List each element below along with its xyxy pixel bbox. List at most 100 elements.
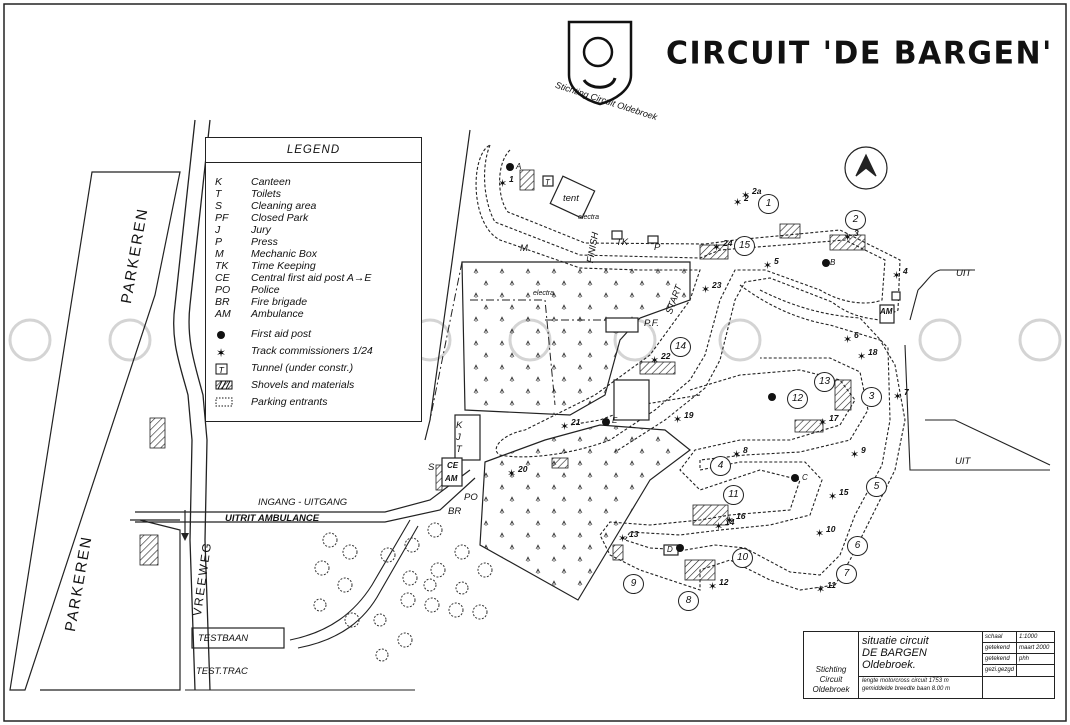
legend-code: K: [215, 176, 223, 188]
commissioner-number: 2a: [752, 186, 762, 196]
legend-label: Canteen: [251, 176, 291, 188]
commissioner-star-icon: ✶: [673, 413, 683, 426]
label-aid-a: A: [516, 162, 522, 171]
first-aid-posts: [506, 163, 830, 552]
section-number: 15: [734, 236, 755, 256]
title-block: Stichting Circuit Oldebroek situatie cir…: [803, 631, 1055, 699]
legend-label: Ambulance: [251, 308, 304, 320]
testbaan: [191, 627, 285, 649]
commissioner-number: 9: [861, 445, 866, 455]
commissioner-number: 16: [736, 511, 746, 521]
legend-item: PO Police: [206, 284, 419, 296]
commissioner-number: 8: [743, 445, 748, 455]
map-frame: [3, 3, 1067, 722]
legend-code: J: [215, 224, 221, 236]
commissioner-star-icon: ✶: [850, 448, 860, 461]
section-number: 3: [861, 387, 882, 407]
label-s: S: [428, 462, 435, 473]
legend-label: Cleaning area: [251, 200, 317, 212]
commissioner-star-icon: ✶: [857, 350, 867, 363]
legend-label: Police: [251, 284, 280, 296]
label-br: BR: [448, 506, 462, 517]
commissioner-number: 11: [827, 580, 836, 590]
commissioner-star-icon: ✶: [712, 241, 722, 254]
legend-symbol-label: Shovels and materials: [251, 379, 355, 391]
commissioner-number: 18: [868, 347, 878, 357]
commissioner-star-icon: ✶: [714, 520, 724, 533]
org-line-3: Oldebroek: [812, 685, 850, 694]
commissioner-number: 5: [774, 256, 779, 266]
commissioner-star-icon: ✶: [618, 532, 628, 545]
svg-text:T: T: [219, 366, 225, 375]
section-number: 6: [847, 536, 868, 556]
test-track-path: [289, 519, 411, 641]
section-number: 10: [732, 548, 753, 568]
section-number: 9: [623, 574, 644, 594]
legend-code: TK: [215, 260, 229, 272]
section-number: 11: [723, 485, 744, 505]
legend-label: Toilets: [251, 188, 281, 200]
vreeweg-road: [173, 119, 211, 691]
label-tk: TK: [616, 237, 629, 248]
label-pf: P.F.: [644, 318, 659, 329]
legend-symbol-label: First aid post: [251, 328, 312, 340]
commissioner-star-icon: ✶: [732, 448, 742, 461]
label-k: K: [456, 420, 463, 431]
legend-code: AM: [215, 308, 231, 320]
legend-symbol-label: Parking entrants: [251, 396, 328, 408]
legend-label: Jury: [251, 224, 271, 236]
tb-gecontroleerd-value: phh: [1019, 656, 1030, 662]
legend-item: K Canteen: [206, 176, 419, 188]
dot-icon: [215, 329, 227, 344]
legend-item: BR Fire brigade: [206, 296, 419, 308]
buildings: [441, 175, 901, 556]
tb-line2: DE BARGEN: [862, 647, 927, 659]
tb-schaal-value: 1:1000: [1019, 634, 1038, 640]
commissioner-star-icon: ✶: [815, 527, 825, 540]
commissioner-number: 2: [744, 193, 749, 203]
label-m: M: [520, 243, 528, 254]
legend-code: PO: [215, 284, 231, 296]
legend-symbol-item: Parking entrants: [206, 396, 419, 411]
commissioner-star-icon: ✶: [843, 231, 853, 244]
org-line-1: Stichting: [815, 665, 847, 674]
commissioner-star-icon: ✶: [507, 467, 517, 480]
label-am: AM: [445, 474, 458, 483]
label-am-right: AM: [880, 307, 893, 316]
commissioner-star-icon: ✶: [560, 420, 570, 433]
tb-line5: gemiddelde breedte baan 8.00 m: [862, 686, 951, 692]
commissioner-star-icon: ✶: [893, 390, 903, 403]
commissioner-number: 24: [723, 238, 733, 248]
commissioner-number: 1: [509, 174, 514, 184]
label-electra-2: electra: [533, 290, 555, 297]
legend-code: PF: [215, 212, 229, 224]
commissioner-number: 19: [684, 410, 694, 420]
legend-symbol-item: Shovels and materials: [206, 379, 419, 394]
commissioner-star-icon: ✶: [763, 259, 773, 272]
commissioner-number: 23: [712, 280, 722, 290]
section-number: 7: [836, 564, 857, 584]
label-d: D: [667, 545, 673, 554]
commissioner-star-icon: ✶: [818, 416, 828, 429]
fences: [429, 261, 610, 421]
commissioner-star-icon: ✶: [843, 333, 853, 346]
tb-line3: Oldebroek.: [862, 659, 916, 671]
outer-roads: [904, 269, 1051, 471]
legend-symbol-item: ✶Track commissioners 1/24: [206, 345, 419, 360]
commissioner-number: 12: [719, 577, 729, 587]
svg-text:✶: ✶: [216, 346, 226, 358]
commissioner-number: 22: [661, 351, 671, 361]
legend-label: Fire brigade: [251, 296, 308, 308]
commissioner-number: 20: [518, 464, 528, 474]
logo-shield: [567, 20, 633, 106]
legend-label: Central first aid post A→E: [251, 272, 372, 284]
legend-code: BR: [215, 296, 230, 308]
commissioner-number: 14: [725, 517, 735, 527]
parking-areas: [9, 171, 181, 691]
